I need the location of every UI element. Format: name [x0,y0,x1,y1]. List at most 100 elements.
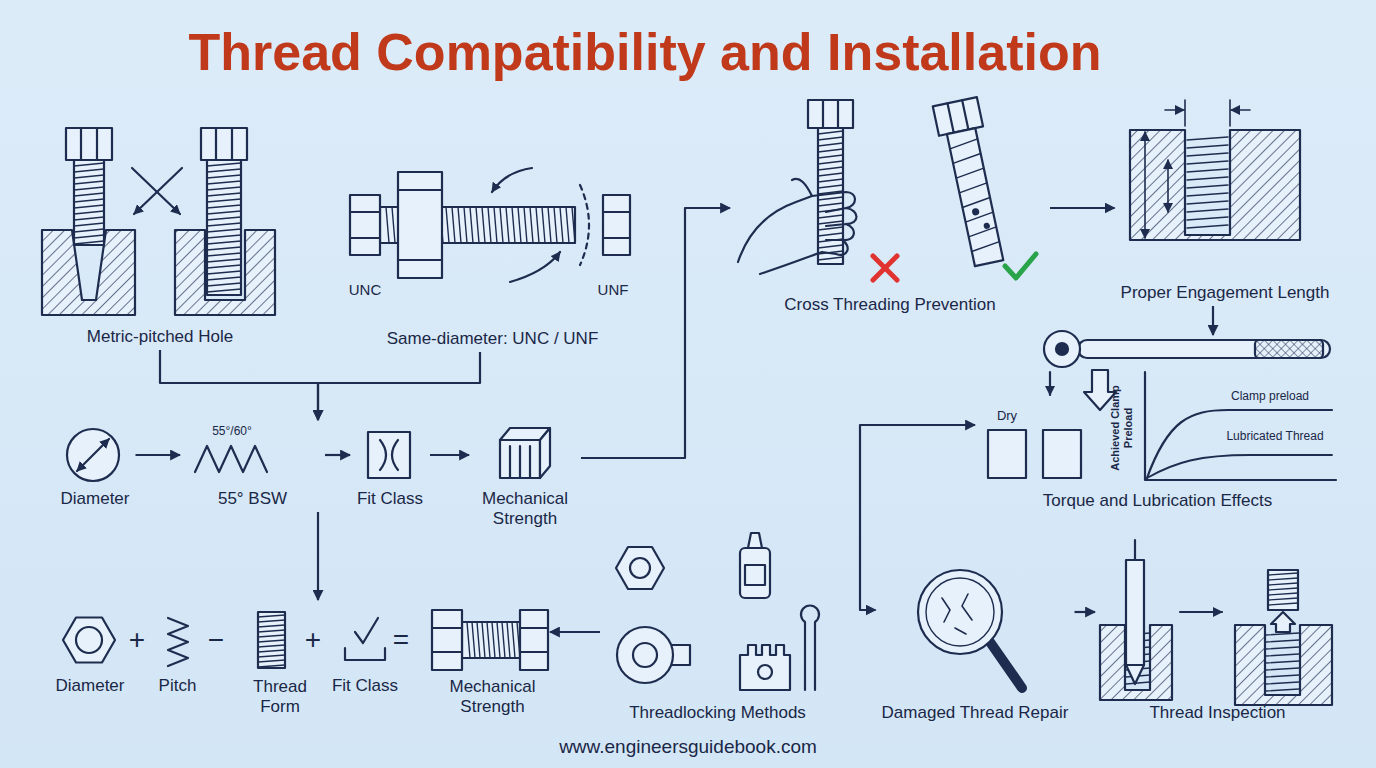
node-label: Diameter [56,676,125,696]
thread-lines [258,615,285,617]
flow-arrow [160,350,318,420]
thread-lines [818,167,843,170]
tilted-bolt [947,103,953,132]
annotation-label: Lubricated Thread [1226,430,1323,444]
tilted-bolt [962,100,968,129]
thread-lines [482,622,485,658]
thread-lines [207,289,241,292]
bolt-head [231,128,233,160]
green-check [1005,254,1036,278]
thread-lines [392,207,395,243]
bolt-head [398,172,442,278]
nut-icon [76,627,102,653]
thread-lines [476,207,479,243]
thread-lines [524,207,527,243]
tilted-bolt [984,223,989,228]
thread-lines [818,245,843,248]
dimension-lines [1144,132,1146,238]
thread-lines [1268,578,1298,580]
node-label: Proper Engagement Length [1121,283,1330,303]
thread-lines [1126,682,1150,684]
magnifier [926,578,994,646]
bolt-head [96,128,98,160]
thread-lines [1187,137,1228,140]
thread-lines [818,197,843,200]
bolt-and-nut [432,627,462,629]
thread-lines [536,207,539,243]
node-label: Torque and Lubrication Effects [1043,491,1272,511]
thread-lines [258,620,285,622]
hatched-block [1235,625,1332,705]
thread-lines [818,137,843,140]
dimension-lines [1229,100,1231,126]
red-cross [873,256,897,280]
bolt-head [201,128,247,160]
thread-lines [207,169,241,172]
thread-lines [554,207,557,243]
hatched-block [1130,130,1300,240]
flow-arrow [318,352,480,420]
threadlock-icons [758,665,772,679]
bolt-shank [74,128,1298,668]
annotation-label: UNC [349,281,382,298]
hatched-block [42,230,135,315]
thread-lines [1266,675,1299,677]
thread-lines [1268,588,1298,590]
fit-class-icon [368,432,410,478]
thread-lines [258,660,285,662]
fit-class-icon [368,432,410,478]
node-label: Mechanical Strength [443,677,543,717]
node-label: Fit Class [332,676,398,696]
node-label: Pitch [159,676,197,696]
bolt-and-nut [432,610,462,670]
thread-lines [207,181,241,184]
diagram-node: Thread Form [235,600,325,720]
hand [738,179,857,274]
torque-wrench [1078,340,1330,358]
thread-lines [74,235,104,238]
fit-class-icon [380,440,398,470]
bolt-shank [207,160,241,295]
thread-lines [207,283,241,286]
diameter-icon [77,439,109,471]
thread-lines [482,207,485,243]
thread-lines [207,253,241,256]
thread-lines [1187,225,1228,228]
bolt-head [808,100,853,128]
thread-lines [207,187,241,190]
magnifier [918,570,1002,654]
bolt-and-nut [432,651,462,653]
bolt-shank [462,622,520,658]
thread-lines [74,131,1299,691]
hatched-block [175,230,275,315]
thread-lines [818,215,843,218]
annotation-label: UNF [598,281,629,298]
threadlock-icons [745,565,765,585]
thread-lines [512,622,515,658]
thread-lines [207,217,241,220]
thread-lines [258,625,285,627]
strength-icon [500,428,550,478]
node-label: Thread Inspection [1149,703,1285,723]
thread-lines [464,207,467,243]
thread-lines [818,149,843,152]
thread-lines [207,211,241,214]
thread-lines [1187,217,1228,220]
tap-tool [1126,560,1144,665]
diagram-node: 55° BSW [180,420,325,512]
thread-lines [818,155,843,158]
thread-lines [1268,598,1298,600]
thread-lines [1187,177,1228,180]
thread-lines [258,655,285,657]
operator-sign: = [393,624,409,656]
thread-lines [518,207,521,243]
thread-lines [487,622,490,658]
thread-lines [207,271,241,274]
thread-lines [488,207,491,243]
operator-sign: + [129,624,145,656]
node-label: Metric-pitched Hole [87,327,233,347]
diagram-node: Metric-pitched Hole [40,125,280,350]
curved-arrows [134,168,182,214]
bolt-head [66,100,853,278]
